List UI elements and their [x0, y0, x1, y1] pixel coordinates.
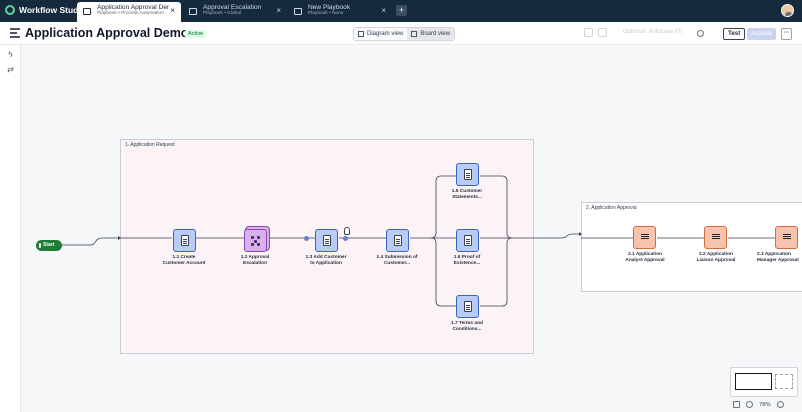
fit-view-icon[interactable] — [733, 401, 740, 408]
activate-button[interactable]: Activate — [747, 28, 777, 40]
zoom-in-icon[interactable] — [776, 401, 784, 408]
flow-icon[interactable]: ⇄ — [7, 65, 14, 74]
connector — [512, 233, 579, 239]
autosave-label: Optional: Autosave (0) — [623, 29, 683, 35]
tab-subtitle: Playbook • None — [308, 11, 344, 16]
connector-arrow — [118, 236, 121, 240]
page-header: Application Approval Demo Active Diagram… — [0, 22, 802, 45]
board-view-label: Board view — [420, 31, 451, 37]
test-button[interactable]: Test — [723, 28, 746, 40]
page-title[interactable]: Application Approval Demo — [25, 26, 189, 40]
node-analyst-approval[interactable] — [633, 226, 656, 249]
playbook-menu-icon[interactable] — [10, 28, 20, 39]
zoom-level: 78% — [759, 401, 771, 408]
tab-title: Application Approval Demo — [97, 4, 169, 11]
playbook-icon — [189, 8, 197, 15]
tab-title: New Playbook — [308, 4, 351, 11]
diagram-view-label: Diagram view — [367, 31, 404, 37]
minimap[interactable] — [730, 367, 798, 397]
close-tab-icon[interactable]: × — [276, 6, 281, 15]
group-application-approval[interactable]: 2. Application Approval — [581, 202, 802, 292]
board-icon — [411, 31, 418, 37]
node-create-customer-account[interactable] — [173, 229, 196, 252]
list-icon — [712, 232, 720, 243]
node-approval-escalation[interactable] — [244, 229, 267, 252]
node-manager-approval[interactable] — [775, 226, 798, 249]
app-logo-icon — [5, 5, 15, 15]
document-icon — [181, 235, 189, 246]
more-options-button[interactable]: ⋯ — [781, 28, 792, 40]
workflow-canvas[interactable]: 1. Application Request 2. Application Ap… — [22, 45, 802, 412]
tab-new-playbook[interactable]: New Playbook Playbook • None × — [288, 2, 392, 22]
document-icon — [464, 235, 472, 246]
zoom-out-icon[interactable] — [746, 401, 753, 408]
document-icon — [464, 169, 472, 180]
tab-title: Approval Escalation — [203, 4, 262, 11]
group-label: 2. Application Approval — [586, 205, 637, 211]
add-tab-button[interactable]: + — [396, 5, 407, 16]
bolt-icon[interactable]: ϟ — [8, 50, 13, 59]
node-proof-of-existence[interactable] — [456, 229, 479, 252]
app-brand[interactable]: Workflow Studio — [5, 5, 86, 15]
node-submission-of-customer[interactable] — [386, 229, 409, 252]
connector — [480, 175, 513, 239]
start-node[interactable]: Start — [36, 240, 62, 251]
history-icon[interactable] — [697, 30, 704, 37]
list-icon — [783, 232, 791, 243]
top-bar: Workflow Studio Application Approval Dem… — [0, 0, 802, 22]
undo-icon[interactable] — [584, 28, 593, 37]
document-icon — [323, 235, 331, 246]
node-liaison-approval[interactable] — [704, 226, 727, 249]
mouse-cursor-icon — [344, 227, 350, 235]
connector — [62, 237, 118, 246]
redo-icon[interactable] — [598, 28, 607, 37]
diagram-icon — [358, 31, 364, 37]
connector — [430, 175, 456, 239]
node-terms-and-conditions[interactable] — [456, 295, 479, 318]
tab-application-approval-demo[interactable]: Application Approval Demo Playbook • Pro… — [77, 2, 181, 22]
view-toggle: Diagram view Board view — [353, 27, 456, 41]
minimap-viewport[interactable] — [735, 373, 772, 390]
left-toolbar: ϟ ⇄ — [0, 45, 21, 412]
connector — [430, 237, 456, 307]
diagram-view-button[interactable]: Diagram view — [354, 28, 407, 40]
document-icon — [464, 301, 472, 312]
playbook-icon — [83, 8, 91, 15]
zoom-controls: 78% — [733, 399, 798, 410]
group-label: 1. Application Request — [125, 142, 175, 148]
connector-arrow — [579, 232, 582, 236]
node-add-customer-to-application[interactable] — [315, 229, 338, 252]
board-view-button[interactable]: Board view — [407, 28, 455, 40]
tab-subtitle: Playbook • Global — [203, 11, 241, 16]
connection-port[interactable] — [304, 236, 309, 241]
close-tab-icon[interactable]: × — [381, 6, 386, 15]
connector-layer — [62, 175, 775, 307]
status-badge: Active — [185, 30, 207, 38]
list-icon — [641, 232, 649, 243]
close-tab-icon[interactable]: × — [170, 6, 175, 15]
subflow-icon — [251, 236, 261, 246]
tab-approval-escalation[interactable]: Approval Escalation Playbook • Global × — [183, 2, 287, 22]
node-customer-statements[interactable] — [456, 163, 479, 186]
connection-port[interactable] — [343, 236, 348, 241]
playbook-icon — [294, 8, 302, 15]
avatar[interactable] — [781, 4, 794, 17]
connector — [480, 237, 513, 307]
document-icon — [394, 235, 402, 246]
app-name: Workflow Studio — [19, 5, 86, 15]
minimap-content — [775, 374, 793, 389]
tab-subtitle: Playbook • Process Automation — [97, 11, 164, 16]
